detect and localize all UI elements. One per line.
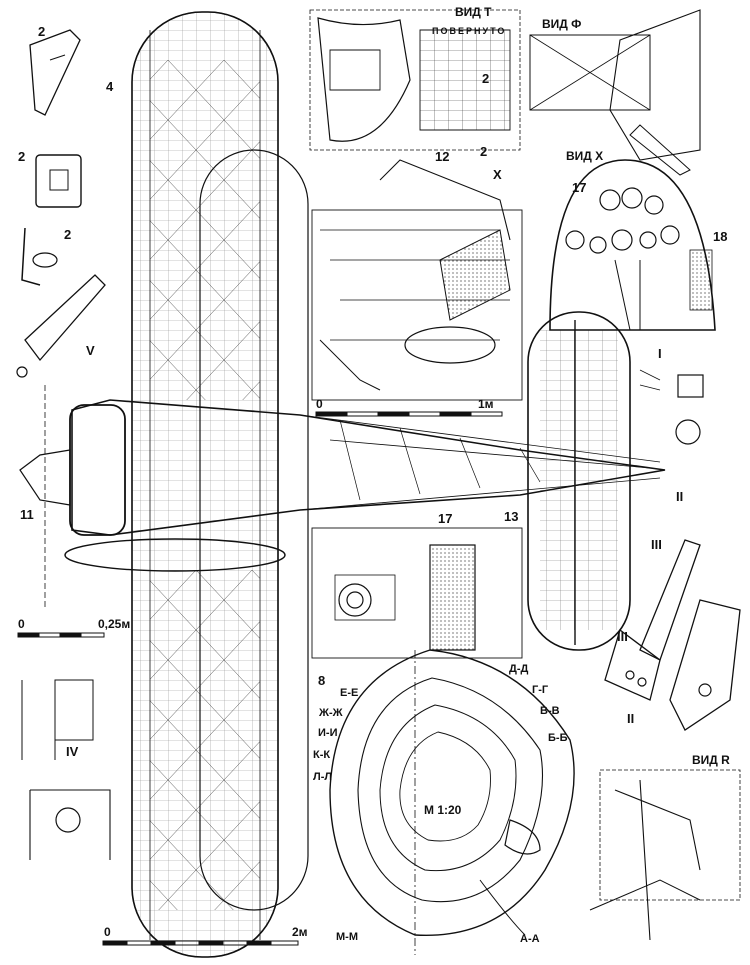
- callout-18: 18: [713, 229, 728, 244]
- section-b-label: Б-Б: [548, 732, 568, 744]
- mark-ii: II: [676, 489, 684, 504]
- main-scale-start: 0: [104, 925, 111, 939]
- detail-scale-start: 0: [18, 617, 25, 631]
- callout-2-a: 2: [38, 24, 46, 39]
- strut-fitting-details: [604, 539, 741, 731]
- view-x-panel: [549, 159, 716, 331]
- section-d-label: Д-Д: [509, 663, 529, 675]
- rotated-note-label: ПОВЕРНУТО: [432, 26, 507, 36]
- view-r-label: ВИД R: [692, 753, 730, 767]
- section-l-label: Л-Л: [313, 771, 333, 783]
- tailplane-planform: [527, 311, 631, 651]
- callout-8: 8: [318, 673, 326, 688]
- section-a-label: А-А: [520, 933, 540, 945]
- cabin-scale-end: 1м: [478, 397, 494, 411]
- section-e-label: Е-Е: [340, 687, 359, 699]
- section-zh-label: Ж-Ж: [319, 707, 343, 719]
- mark-v: V: [86, 343, 95, 358]
- view-t-panel: [309, 9, 521, 151]
- section-i-label: И-И: [318, 727, 338, 739]
- view-x-label: ВИД Х: [566, 149, 604, 163]
- callout-4: 4: [106, 79, 114, 94]
- detail-scale-end: 0,25м: [98, 617, 131, 631]
- callout-2-b: 2: [18, 149, 26, 164]
- cabin-scale-start: 0: [316, 397, 323, 411]
- view-r-panel: [589, 769, 741, 941]
- view-t-label: ВИД Т: [455, 5, 492, 19]
- scale-bar-detail: [17, 632, 105, 638]
- callout-17-b: 17: [438, 511, 453, 526]
- callout-2-d: 2: [482, 71, 490, 86]
- callout-2-c: 2: [64, 227, 72, 242]
- fuselage-cross-sections: [329, 649, 575, 955]
- scale-bar-cabin: [315, 411, 503, 417]
- view-f-label: ВИД Ф: [542, 17, 582, 31]
- callout-17-a: 17: [572, 180, 587, 195]
- section-g-label: Г-Г: [532, 684, 549, 696]
- callout-2-e: 2: [480, 144, 488, 159]
- callout-12: 12: [435, 149, 450, 164]
- left-detail-parts: [16, 29, 111, 860]
- scale-bar-main: [102, 940, 299, 946]
- mark-i: I: [658, 346, 662, 361]
- main-scale-end: 2м: [292, 925, 308, 939]
- mark-iv: IV: [66, 744, 79, 759]
- upper-wing-planform: [131, 11, 279, 958]
- view-f-panel: [529, 9, 701, 176]
- callout-13: 13: [504, 509, 519, 524]
- section-m-label: М-М: [336, 931, 358, 943]
- sections-scale-label: М 1:20: [424, 803, 462, 817]
- section-k-label: К-К: [313, 749, 331, 761]
- mark-x: Х: [493, 167, 502, 182]
- section-v-label: В-В: [540, 705, 560, 717]
- mark-iii-b: III: [617, 629, 628, 644]
- mark-ii-b: II: [627, 711, 635, 726]
- cockpit-cutaway: [311, 159, 523, 401]
- mark-iii: III: [651, 537, 662, 552]
- hinge-fitting-details: [639, 369, 704, 445]
- fuel-tank-detail: [311, 527, 523, 659]
- callout-11: 11: [20, 507, 34, 522]
- lower-wing-planform: [199, 149, 309, 911]
